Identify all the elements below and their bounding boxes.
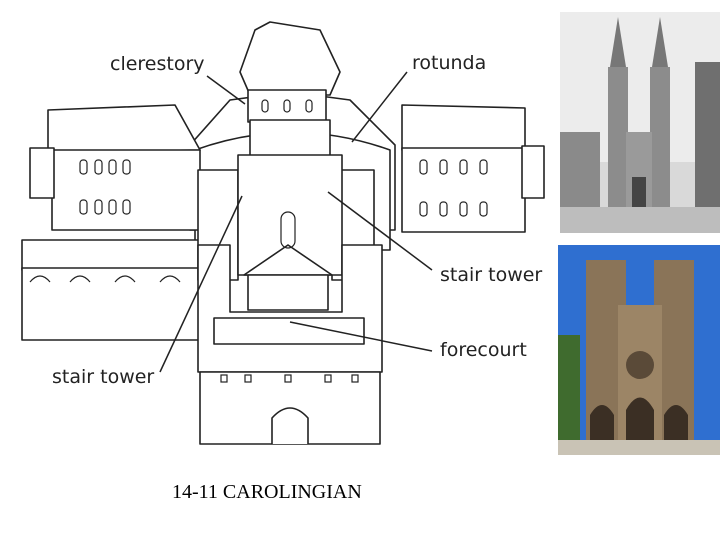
clerestory-roof <box>239 21 341 96</box>
twin-spire-church-photo <box>560 12 720 233</box>
west-building-roof <box>21 239 213 271</box>
label-clerestory: clerestory <box>110 53 205 75</box>
label-stair-tower-left: stair tower <box>52 366 155 388</box>
rotunda-leader <box>351 71 408 143</box>
forecourt-floor <box>213 317 365 345</box>
west-building-wall <box>21 267 213 341</box>
label-stair-tower-right: stair tower <box>440 264 543 286</box>
stair-tower-right-leader <box>327 191 433 271</box>
left-wing-outer <box>29 147 55 199</box>
gate-arch <box>271 407 309 444</box>
clerestory-leader <box>206 75 246 105</box>
label-rotunda: rotunda <box>412 52 487 74</box>
left-wing-wall <box>51 149 201 231</box>
westwork-upper <box>249 119 331 157</box>
caption: 14-11 CAROLINGIAN <box>172 481 362 503</box>
right-wing-roof <box>401 104 526 151</box>
forecourt-leader <box>289 321 433 352</box>
right-wing-outer <box>521 145 545 199</box>
right-wing-wall <box>401 147 526 233</box>
clerestory-wall <box>247 89 327 123</box>
left-wing-roof <box>47 104 201 153</box>
gothic-cathedral-facade-photo <box>558 245 720 455</box>
label-forecourt: forecourt <box>440 339 527 361</box>
porch <box>247 274 329 311</box>
stair-tower-left-leader <box>159 195 243 373</box>
